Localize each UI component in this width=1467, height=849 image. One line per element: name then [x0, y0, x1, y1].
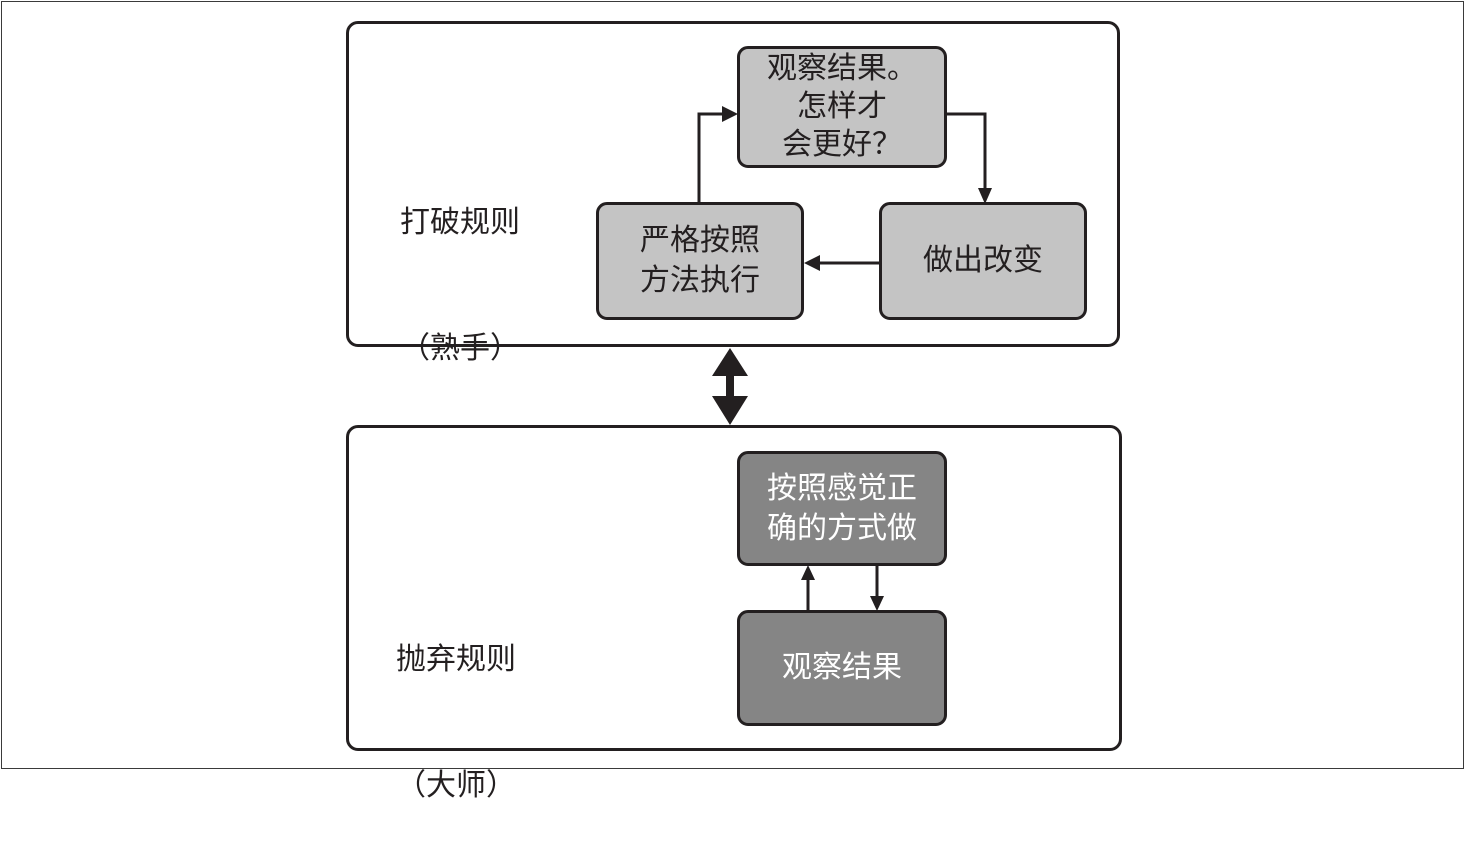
node-follow-method: 严格按照 方法执行 [596, 202, 804, 320]
panel-proficient-label: 打破规则 （熟手） [400, 118, 520, 412]
panel-master-label: 抛弃规则 （大师） [396, 555, 516, 849]
diagram-frame [1, 1, 1464, 769]
panel-master-title: 抛弃规则 [396, 642, 516, 677]
node-observe-results: 观察结果 [737, 610, 947, 726]
node-do-by-feel: 按照感觉正 确的方式做 [737, 451, 947, 566]
panel-master [346, 425, 1122, 751]
panel-proficient-title: 打破规则 [400, 205, 520, 240]
panel-master-subtitle: （大师） [396, 768, 516, 803]
node-make-change: 做出改变 [879, 202, 1087, 320]
panel-proficient-subtitle: （熟手） [400, 331, 520, 366]
node-observe-improve: 观察结果。 怎样才 会更好？ [737, 46, 947, 168]
